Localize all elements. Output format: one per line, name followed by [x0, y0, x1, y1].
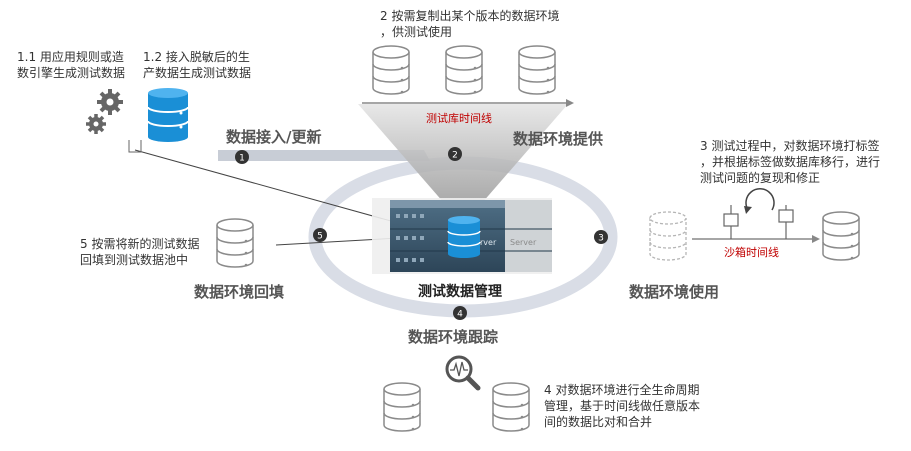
provision-cone: [358, 104, 568, 203]
center-database-icon: [447, 216, 481, 258]
tag-icon-right: [778, 205, 794, 239]
marker-1-label: 1: [239, 154, 245, 164]
track-database-2: [492, 382, 530, 432]
marker-1: [235, 150, 249, 164]
step-1-1-text: 1.1 用应用规则或造 数引擎生成测试数据: [17, 50, 126, 80]
marker-2: [448, 147, 462, 161]
top-database-2: [445, 45, 483, 95]
label-env-track: 数据环境跟踪: [408, 328, 499, 346]
step-2-text: 2 按需复制出某个版本的数据环境 ，供测试使用: [380, 9, 560, 39]
marker-4: [453, 306, 467, 320]
top-database-1: [372, 45, 410, 95]
label-env-backfill: 数据环境回填: [194, 283, 285, 301]
step-4-text: 4 对数据环境进行全生命周期 管理，基于时间线做任意版本 间的数据比对和合并: [544, 383, 701, 429]
server-label-b: Server: [510, 238, 537, 247]
sandbox-dashed-database: [649, 211, 687, 261]
gears-icon: [86, 89, 123, 134]
tag-icon-left: [723, 205, 739, 239]
ingest-bar: [218, 150, 430, 161]
marker-5: [313, 228, 327, 242]
track-database-1: [383, 382, 421, 432]
step-5-text: 5 按需将新的测试数据 回填到测试数据池中: [80, 237, 200, 267]
label-env-use: 数据环境使用: [629, 283, 720, 301]
server-label-a: rver: [480, 238, 497, 247]
rollback-arrow: [745, 188, 775, 211]
top-database-3: [518, 45, 556, 95]
step-3-text: 3 测试过程中，对数据环境打标签 ，并根据标签做数据库移行，进行 测试问题的复现…: [700, 139, 881, 185]
database-icon: [147, 88, 189, 142]
label-test-timeline: 测试库时间线: [426, 112, 492, 125]
step-1-2-text: 1.2 接入脱敏后的生 产数据生成测试数据: [143, 50, 252, 80]
marker-3-label: 3: [598, 234, 604, 244]
label-data-ingest: 数据接入/更新: [226, 128, 322, 146]
label-env-provide: 数据环境提供: [513, 130, 604, 148]
backfill-database: [216, 218, 254, 268]
marker-2-label: 2: [452, 151, 458, 161]
sandbox-database: [822, 211, 860, 261]
marker-3: [594, 230, 608, 244]
marker-5-label: 5: [317, 232, 323, 242]
label-sandbox-timeline: 沙箱时间线: [724, 246, 779, 259]
magnifier-icon: [445, 355, 481, 391]
label-center: 测试数据管理: [418, 284, 502, 300]
marker-4-label: 4: [457, 310, 463, 320]
